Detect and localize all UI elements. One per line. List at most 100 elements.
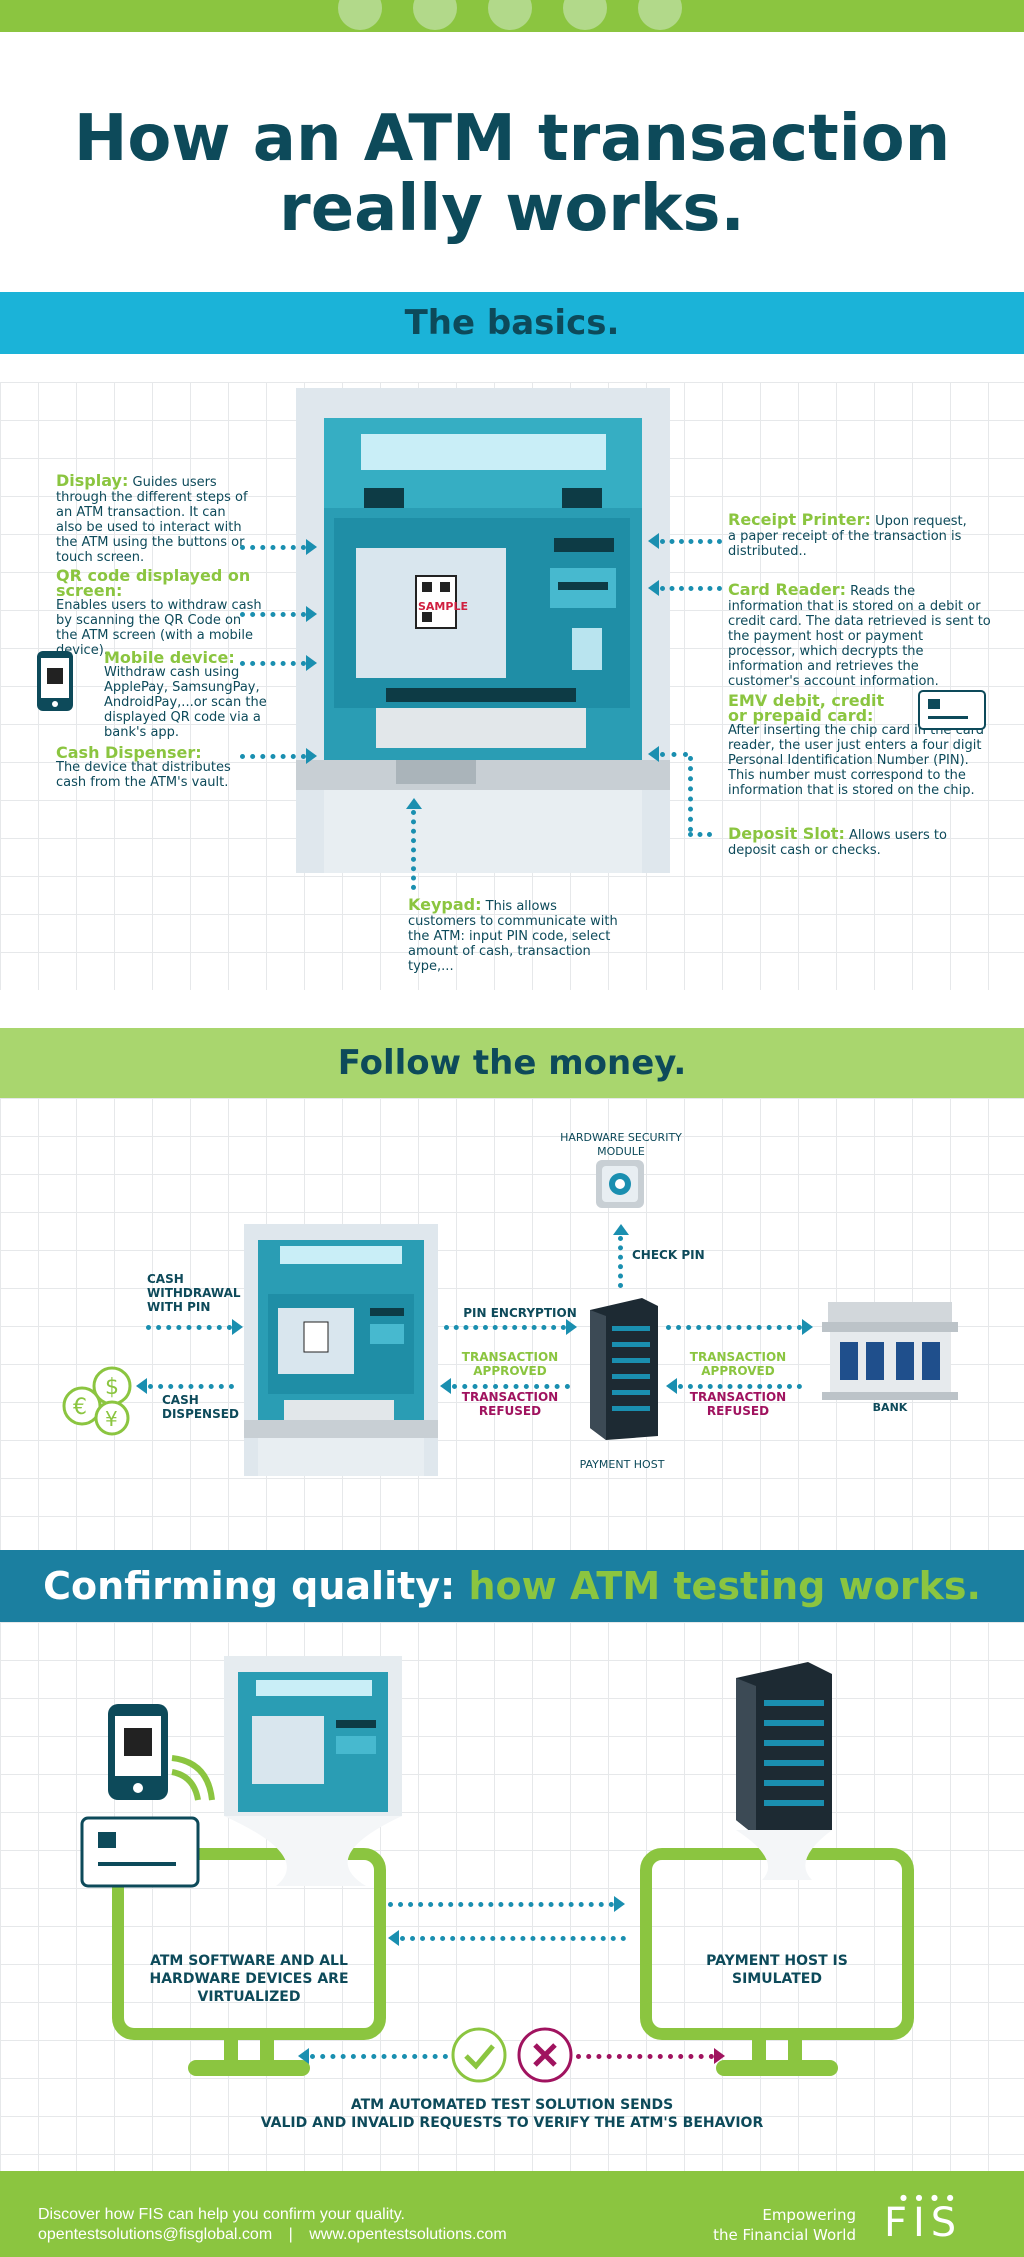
testing-caption-line-1: ATM AUTOMATED TEST SOLUTION SENDS (350, 2097, 674, 2113)
security-module-icon (594, 1158, 646, 1210)
testing-caption-line-2: VALID AND INVALID REQUESTS TO VERIFY THE… (260, 2115, 764, 2131)
logo-text: FIS (884, 2200, 963, 2246)
wireless-icon (168, 1752, 228, 1808)
connector (388, 1902, 614, 1907)
svg-text:€: € (73, 1395, 87, 1420)
arrow-up-icon (406, 798, 422, 809)
section-basics-title: The basics. (404, 303, 620, 343)
keypad-text: This allows customers to communicate wit… (408, 899, 618, 974)
connector (240, 612, 306, 617)
connector (678, 1384, 802, 1389)
connector (400, 1936, 626, 1941)
connector (240, 661, 306, 666)
refused-label: TRANSACTION REFUSED (461, 1390, 559, 1418)
callout-cash: Cash Dispenser: The device that distribu… (56, 743, 256, 791)
callout-card-reader: Card Reader: Reads the information that … (728, 582, 994, 690)
credit-card-icon-2 (80, 1816, 200, 1888)
mobile-phone-icon (36, 650, 74, 712)
connector (310, 2054, 448, 2059)
callout-deposit: Deposit Slot: Allows users to deposit ca… (728, 826, 994, 859)
callout-display: Display: Guides users through the differ… (56, 471, 256, 566)
keypad-label: Keypad: (408, 895, 482, 914)
callout-mobile: Mobile device: Withdraw cash using Apple… (104, 648, 304, 741)
atm-small-illustration (244, 1224, 438, 1476)
title-line-2: really works. (279, 172, 745, 246)
connector (688, 756, 693, 832)
page-title: How an ATM transaction really works. (0, 104, 1024, 244)
connector (444, 1325, 566, 1330)
title-line-1: How an ATM transaction (73, 102, 951, 176)
footer-financial-world: the Financial World (713, 2226, 856, 2244)
arrow-left-icon (298, 2048, 309, 2064)
cross-icon (516, 2026, 574, 2084)
payment-host-label: PAYMENT HOST (579, 1458, 665, 1471)
footer-url-link[interactable]: www.opentestsolutions.com (309, 2226, 507, 2243)
arrow-right-icon (306, 606, 317, 622)
arrow-left-icon (648, 533, 659, 549)
bank-icon (818, 1298, 962, 1402)
arrow-left-icon (136, 1378, 147, 1394)
refused-label-2: TRANSACTION REFUSED (689, 1390, 787, 1418)
arrow-right-icon (306, 539, 317, 555)
approved-label-2: TRANSACTION APPROVED (689, 1350, 787, 1378)
connector (660, 752, 688, 757)
pin-encryption-label: PIN ENCRYPTION (463, 1306, 577, 1320)
connector (618, 1236, 623, 1288)
arrow-right-icon (566, 1319, 577, 1335)
testing-caption: ATM AUTOMATED TEST SOLUTION SENDS VALID … (0, 2096, 1024, 2132)
footer-tagline: Discover how FIS can help you confirm yo… (38, 2206, 405, 2223)
bank-label: BANK (872, 1401, 908, 1414)
basics-grid (0, 382, 1024, 990)
arrow-right-icon (714, 2048, 725, 2064)
arrow-left-icon (648, 746, 659, 762)
connector (688, 832, 712, 837)
card-reader-text: Reads the information that is stored on … (728, 584, 991, 689)
svg-text:SAMPLE: SAMPLE (418, 600, 468, 613)
connector (240, 754, 306, 759)
cash-dispensed-label: CASH DISPENSED (162, 1393, 239, 1421)
check-pin-label: CHECK PIN (632, 1248, 705, 1262)
emv-label: EMV debit, credit or prepaid card: (728, 691, 885, 725)
quality-title-a: Confirming quality: (43, 1564, 469, 1608)
currency-icon: $ € ¥ (62, 1366, 134, 1436)
footer-separator: | (288, 2226, 293, 2243)
section-follow-title: Follow the money. (337, 1043, 687, 1083)
arrow-left-icon (440, 1378, 451, 1394)
connector (660, 586, 722, 591)
receipt-label: Receipt Printer: (728, 510, 871, 529)
quality-grid (0, 1622, 1024, 2171)
connector (660, 539, 722, 544)
arrow-right-icon (306, 655, 317, 671)
qr-label: QR code displayed on screen: (56, 566, 251, 600)
fis-logo: ● ● ● ● FIS (884, 2193, 992, 2245)
arrow-up-icon (613, 1224, 629, 1235)
deposit-text: Allows users to deposit cash or checks. (728, 828, 947, 858)
callout-qr: QR code displayed on screen: Enables use… (56, 566, 296, 659)
qr-text: Enables users to withdraw cash by scanni… (56, 598, 262, 658)
display-label: Display: (56, 471, 129, 490)
atm-illustration: SAMPLE (296, 388, 670, 873)
arrow-right-icon (306, 748, 317, 764)
footer-email-link[interactable]: opentestsolutions@fisglobal.com (38, 2226, 273, 2243)
arrow-left-icon (388, 1930, 399, 1946)
section-basics-header: The basics. (0, 292, 1024, 354)
virtualized-label: ATM SOFTWARE AND ALL HARDWARE DEVICES AR… (149, 1953, 349, 2005)
callout-receipt: Receipt Printer: Upon request, a paper r… (728, 510, 968, 560)
connector (411, 810, 416, 890)
monitor-virtual-atm (112, 1848, 386, 2080)
mobile-label: Mobile device: (104, 648, 235, 667)
section-quality-header: Confirming quality: how ATM testing work… (0, 1550, 1024, 1622)
atm-virtual-illustration (216, 1656, 410, 1886)
connector (666, 1325, 802, 1330)
section-follow-header: Follow the money. (0, 1028, 1024, 1098)
mobile-text: Withdraw cash using ApplePay, SamsungPay… (104, 665, 267, 740)
emv-text: After inserting the chip card in the car… (728, 723, 985, 798)
cash-label: Cash Dispenser: (56, 743, 202, 762)
arrow-left-icon (666, 1378, 677, 1394)
hsm-label: HARDWARE SECURITY MODULE (560, 1131, 682, 1158)
callout-keypad: Keypad: This allows customers to communi… (408, 895, 618, 975)
logo-dots: ● ● ● ● (900, 2193, 957, 2202)
arrow-left-icon (648, 580, 659, 596)
connector (148, 1384, 234, 1389)
arrow-right-icon (232, 1319, 243, 1335)
